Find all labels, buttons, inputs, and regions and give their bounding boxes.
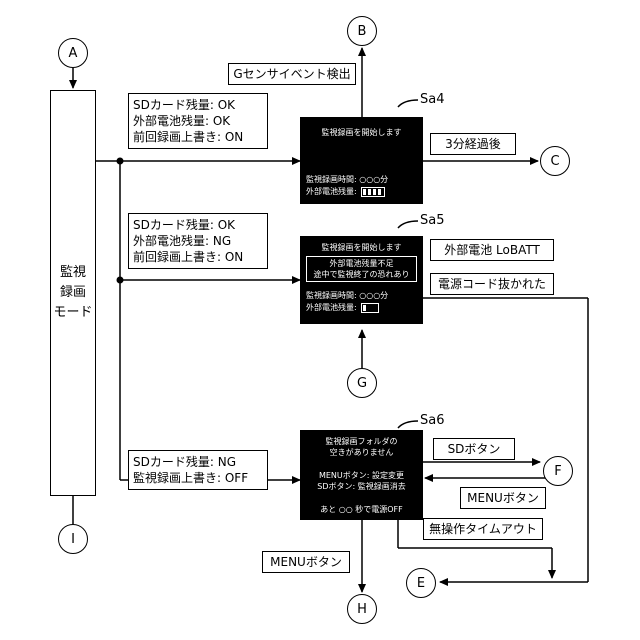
battery-full-icon bbox=[361, 187, 385, 197]
node-i: I bbox=[58, 524, 88, 554]
event-power-cord-removed: 電源コード抜かれた bbox=[430, 273, 554, 295]
sa6-message-line2: 空きがありません bbox=[302, 447, 421, 458]
condition-1-sd: SDカード残量: OK bbox=[133, 97, 263, 113]
condition-box-3: SDカード残量: NG 監視録画上書き: OFF bbox=[128, 450, 268, 490]
event-menu-button-bottom: MENUボタン bbox=[262, 551, 350, 573]
sa4-recording-time: 監視録画時間: ○○○分 bbox=[302, 174, 421, 185]
event-menu-button-right: MENUボタン bbox=[460, 487, 546, 509]
event-menu-button-right-label: MENUボタン bbox=[467, 490, 539, 506]
battery-low-icon bbox=[361, 303, 379, 313]
event-no-operation-timeout-label: 無操作タイムアウト bbox=[429, 521, 537, 537]
sa5-warning-line1: 外部電池残量不足 bbox=[307, 258, 416, 269]
sa6-power-off-countdown: あと ○○ 秒で電源OFF bbox=[302, 504, 421, 515]
screen-sa5: 監視録画を開始します 外部電池残量不足 途中で監視終了の恐れあり 監視録画時間:… bbox=[300, 236, 423, 324]
event-sd-button-label: SDボタン bbox=[448, 441, 501, 457]
event-external-battery-low: 外部電池 LoBATT bbox=[430, 239, 554, 261]
screen-tag-sa6: Sa6 bbox=[420, 413, 445, 428]
condition-1-battery: 外部電池残量: OK bbox=[133, 113, 263, 129]
condition-3-sd: SDカード残量: NG bbox=[133, 454, 263, 470]
node-c: C bbox=[540, 146, 570, 176]
screen-tag-sa4: Sa4 bbox=[420, 92, 445, 107]
node-b: B bbox=[347, 16, 377, 46]
node-c-label: C bbox=[550, 154, 559, 169]
monitor-recording-mode-box: 監視 録画 モード bbox=[50, 90, 96, 496]
node-a-label: A bbox=[69, 46, 78, 61]
condition-box-2: SDカード残量: OK 外部電池残量: NG 前回録画上書き: ON bbox=[128, 213, 268, 269]
node-g-label: G bbox=[357, 376, 367, 391]
sa5-title: 監視録画を開始します bbox=[302, 242, 421, 253]
condition-box-1: SDカード残量: OK 外部電池残量: OK 前回録画上書き: ON bbox=[128, 93, 268, 149]
mode-label-line1: 監視 bbox=[60, 263, 86, 283]
node-e: E bbox=[406, 568, 436, 598]
event-g-sensor: Gセンサイベント検出 bbox=[228, 63, 356, 85]
event-power-cord-removed-label: 電源コード抜かれた bbox=[438, 276, 546, 292]
event-external-battery-low-label: 外部電池 LoBATT bbox=[444, 242, 540, 258]
sa5-warning-box: 外部電池残量不足 途中で監視終了の恐れあり bbox=[306, 256, 417, 282]
event-after-3-minutes: 3分経過後 bbox=[430, 133, 516, 155]
condition-2-overwrite: 前回録画上書き: ON bbox=[133, 249, 263, 265]
node-e-label: E bbox=[417, 576, 425, 591]
sa5-battery-label: 外部電池残量: bbox=[306, 303, 359, 312]
event-menu-button-bottom-label: MENUボタン bbox=[270, 554, 342, 570]
event-g-sensor-label: Gセンサイベント検出 bbox=[233, 66, 350, 82]
screen-tag-sa5: Sa5 bbox=[420, 213, 445, 228]
sa4-battery-label: 外部電池残量: bbox=[306, 187, 359, 196]
node-g: G bbox=[347, 368, 377, 398]
condition-2-battery: 外部電池残量: NG bbox=[133, 233, 263, 249]
node-i-label: I bbox=[71, 532, 75, 547]
sa6-sd-instruction: SDボタン: 監視録画消去 bbox=[302, 481, 421, 492]
screen-sa6: 監視録画フォルダの 空きがありません MENUボタン: 設定変更 SDボタン: … bbox=[300, 430, 423, 520]
node-f-label: F bbox=[554, 464, 561, 479]
screen-sa4: 監視録画を開始します 監視録画時間: ○○○分 外部電池残量: bbox=[300, 117, 423, 204]
condition-2-sd: SDカード残量: OK bbox=[133, 217, 263, 233]
sa6-message-line1: 監視録画フォルダの bbox=[302, 436, 421, 447]
event-no-operation-timeout: 無操作タイムアウト bbox=[423, 518, 543, 540]
sa5-battery-row: 外部電池残量: bbox=[302, 302, 421, 313]
event-sd-button: SDボタン bbox=[433, 438, 515, 460]
node-a: A bbox=[58, 38, 88, 68]
sa5-warning-line2: 途中で監視終了の恐れあり bbox=[307, 269, 416, 280]
condition-1-overwrite: 前回録画上書き: ON bbox=[133, 129, 263, 145]
node-h: H bbox=[347, 594, 377, 624]
event-after-3-minutes-label: 3分経過後 bbox=[445, 136, 501, 152]
node-f: F bbox=[543, 456, 573, 486]
sa4-battery-row: 外部電池残量: bbox=[302, 186, 421, 197]
sa4-title: 監視録画を開始します bbox=[302, 127, 421, 138]
mode-label-line3: モード bbox=[53, 303, 92, 323]
sa6-menu-instruction: MENUボタン: 設定変更 bbox=[302, 470, 421, 481]
sa5-recording-time: 監視録画時間: ○○○分 bbox=[302, 290, 421, 301]
condition-3-overwrite: 監視録画上書き: OFF bbox=[133, 470, 263, 486]
node-b-label: B bbox=[358, 24, 367, 39]
node-h-label: H bbox=[357, 602, 367, 617]
mode-label-line2: 録画 bbox=[60, 283, 86, 303]
